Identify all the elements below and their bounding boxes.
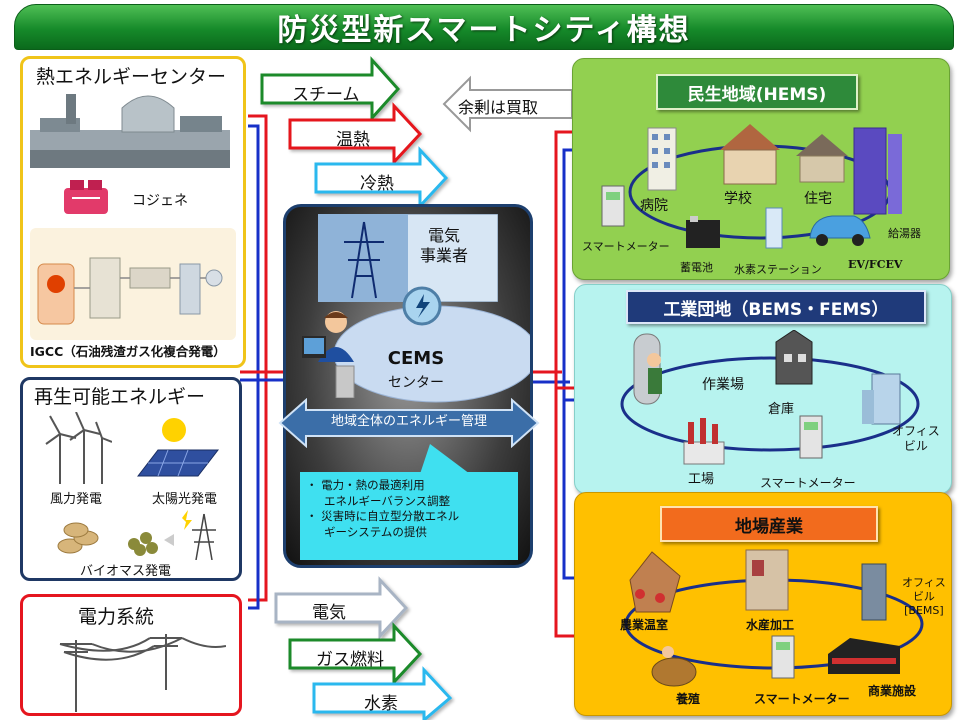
hospital-label: 病院: [640, 198, 668, 214]
steam-label: スチーム: [292, 85, 360, 105]
surplus-label: 余剰は買取: [458, 98, 539, 117]
electricity-arrow: [274, 576, 409, 640]
management-arrow: [278, 398, 540, 448]
heat-center-title: 熱エネルギーセンター: [36, 66, 227, 88]
bems-loop: [620, 330, 920, 465]
hems-title: 民生地域(HEMS): [656, 74, 858, 110]
biomass-icon: [57, 510, 216, 560]
steam-arrow: [260, 56, 401, 122]
heater-label: 給湯器: [888, 227, 921, 240]
warehouse-label: 倉庫: [768, 402, 795, 417]
solar-panel-icon: [136, 418, 220, 477]
bems-meter-label: スマートメーター: [760, 476, 856, 490]
power-grid-box: [20, 594, 242, 716]
local-office-label: オフィス ビル [BEMS]: [902, 576, 946, 617]
biomass-label: バイオマス発電: [80, 564, 172, 579]
cems-name: CEMS: [387, 348, 445, 369]
igcc-diagram-icon: [30, 228, 236, 340]
bullet-2b: ギーシステムの提供: [324, 524, 427, 539]
cems-center-label: センター: [388, 375, 444, 391]
management-label: 地域全体のエネルギー管理: [330, 414, 487, 429]
page-title: 防災型新スマートシティ構想: [14, 4, 954, 50]
battery-label: 蓄電池: [680, 261, 713, 274]
bullet-1a: ・ 電力・熱の最適利用: [306, 478, 425, 492]
hot-label: 温熱: [336, 130, 370, 150]
utility-tower-icon: [318, 214, 498, 302]
factory-label: 工場: [688, 472, 715, 487]
h2station-label: 水素ステーション: [734, 263, 822, 276]
callout-pointer: [420, 444, 470, 474]
renewable-title: 再生可能エネルギー: [34, 386, 206, 408]
local-meter-label: スマートメーター: [754, 692, 850, 706]
hems-meter-label: スマートメーター: [582, 240, 670, 253]
house-label: 住宅: [804, 191, 832, 207]
gas-label: ガス燃料: [316, 650, 384, 670]
cogeneration-label: コジェネ: [132, 193, 188, 209]
cold-label: 冷熱: [360, 174, 394, 194]
farming-label: 養殖: [676, 692, 701, 706]
cogeneration-icon: [64, 180, 108, 214]
operator-icon: [302, 311, 355, 398]
school-label: 学校: [724, 191, 752, 207]
hems-loop: [601, 124, 902, 249]
bullet-1b: エネルギーバランス調整: [324, 493, 451, 508]
solar-label: 太陽光発電: [152, 492, 218, 507]
grid-title: 電力系統: [78, 606, 155, 628]
electricity-label: 電気: [312, 603, 346, 623]
utility-label: 電気 事業者: [420, 226, 469, 265]
bems-title: 工業団地（BEMS・FEMS）: [626, 290, 926, 324]
ev-label: EV/FCEV: [848, 258, 903, 271]
bems-office-label: オフィス ビル: [892, 424, 940, 453]
workshop-label: 作業場: [702, 377, 744, 393]
seafood-label: 水産加工: [746, 618, 795, 632]
local-industry-title: 地場産業: [660, 506, 878, 542]
hot-arrow: [288, 102, 423, 166]
power-plant-icon: [30, 94, 230, 168]
hydrogen-label: 水素: [364, 694, 398, 714]
wind-label: 風力発電: [50, 492, 103, 507]
cold-arrow: [314, 146, 449, 210]
greenhouse-label: 農業温室: [620, 618, 669, 632]
utility-pole-icon: [59, 634, 226, 712]
wind-turbine-icon: [45, 412, 112, 484]
surplus-arrow: [442, 75, 573, 133]
igcc-label: IGCC（石油残渣ガス化複合発電）: [30, 344, 226, 359]
gas-arrow: [288, 622, 423, 686]
cems-bullets: ・ 電力・熱の最適利用 エネルギーバランス調整 ・ 災害時に自立型分散エネル ギ…: [300, 472, 518, 560]
bullet-2a: ・ 災害時に自立型分散エネル: [306, 509, 460, 524]
commercial-label: 商業施設: [868, 684, 917, 698]
local-loop: [624, 549, 924, 687]
hydrogen-arrow: [312, 666, 453, 720]
